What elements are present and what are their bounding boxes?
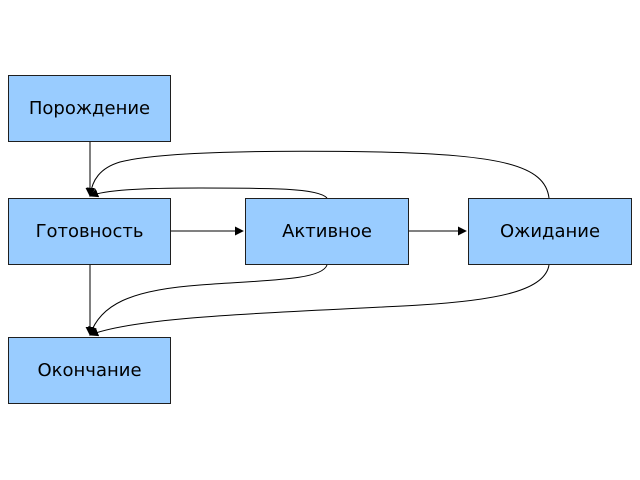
node-finish: Окончание <box>8 337 171 404</box>
edge-active-to-ready <box>89 187 328 199</box>
edge-wait-to-finish <box>89 264 550 337</box>
node-wait: Ожидание <box>468 198 632 265</box>
node-spawn: Порождение <box>8 75 171 142</box>
node-wait-label: Ожидание <box>499 221 601 242</box>
node-ready: Готовность <box>8 198 171 265</box>
node-ready-label: Готовность <box>35 221 144 242</box>
node-active-label: Активное <box>282 221 372 242</box>
node-finish-label: Окончание <box>37 360 142 381</box>
node-active: Активное <box>245 198 409 265</box>
edge-wait-to-ready <box>86 150 550 199</box>
edge-active-to-finish <box>88 264 328 336</box>
node-spawn-label: Порождение <box>28 98 151 119</box>
